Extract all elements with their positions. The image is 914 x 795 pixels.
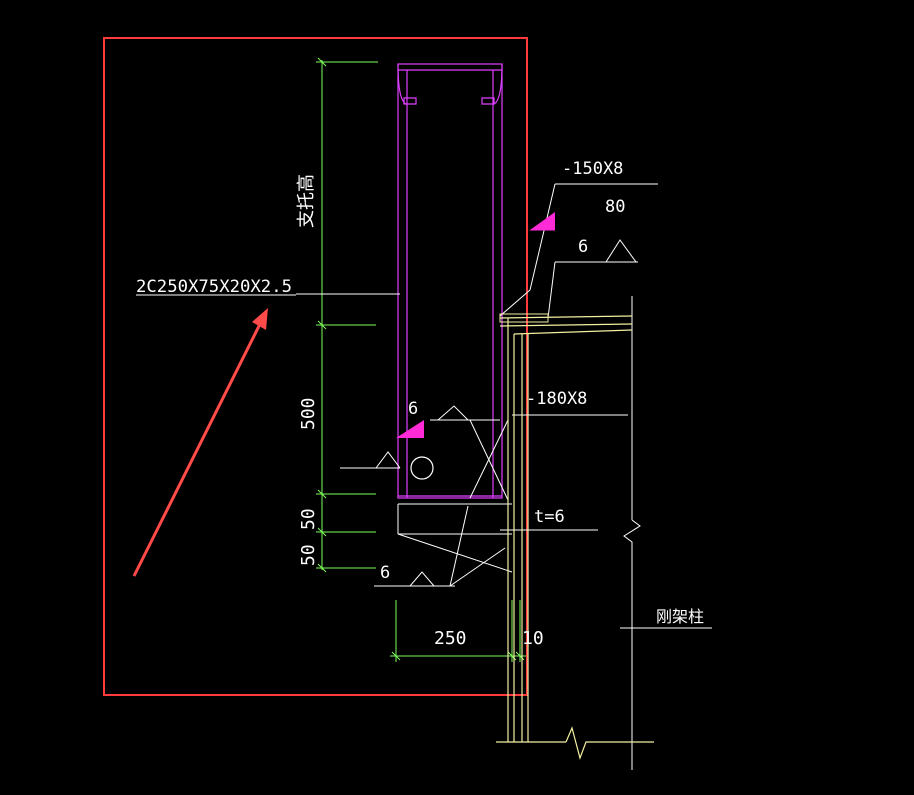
dimension-50-lower-label: 50 <box>298 544 319 566</box>
dimension-500-label: 500 <box>298 397 319 430</box>
weld-flag-icon <box>530 212 555 231</box>
plate-mid-label: -180X8 <box>526 389 587 409</box>
pointer-arrow-icon <box>132 308 268 577</box>
plate-top-label: -150X8 <box>562 159 623 179</box>
weld-flag-icon <box>396 420 424 438</box>
support-height-label: 支托高 <box>296 174 317 228</box>
dimension-lines <box>316 57 526 662</box>
highlight-box <box>103 37 528 696</box>
dimension-10-label: 10 <box>522 628 544 649</box>
purlin-spec-label: 2C250X75X20X2.5 <box>136 277 292 297</box>
plate-top-length-label: 80 <box>605 197 625 217</box>
detail-lines <box>296 183 712 770</box>
column-name-label: 刚架柱 <box>656 607 704 626</box>
weld-top-size-label: 6 <box>578 237 588 257</box>
bolt-hole-icon <box>410 456 434 480</box>
purlin-section <box>397 63 503 499</box>
weld-symbol-icon <box>375 239 637 587</box>
dimension-250-label: 250 <box>434 628 467 649</box>
frame-column <box>496 313 654 760</box>
dimension-50-upper-label: 50 <box>298 508 319 530</box>
weld-bottom-size-label: 6 <box>380 563 390 583</box>
thickness-label: t=6 <box>534 507 565 527</box>
weld-mid-size-label: 6 <box>408 399 418 419</box>
